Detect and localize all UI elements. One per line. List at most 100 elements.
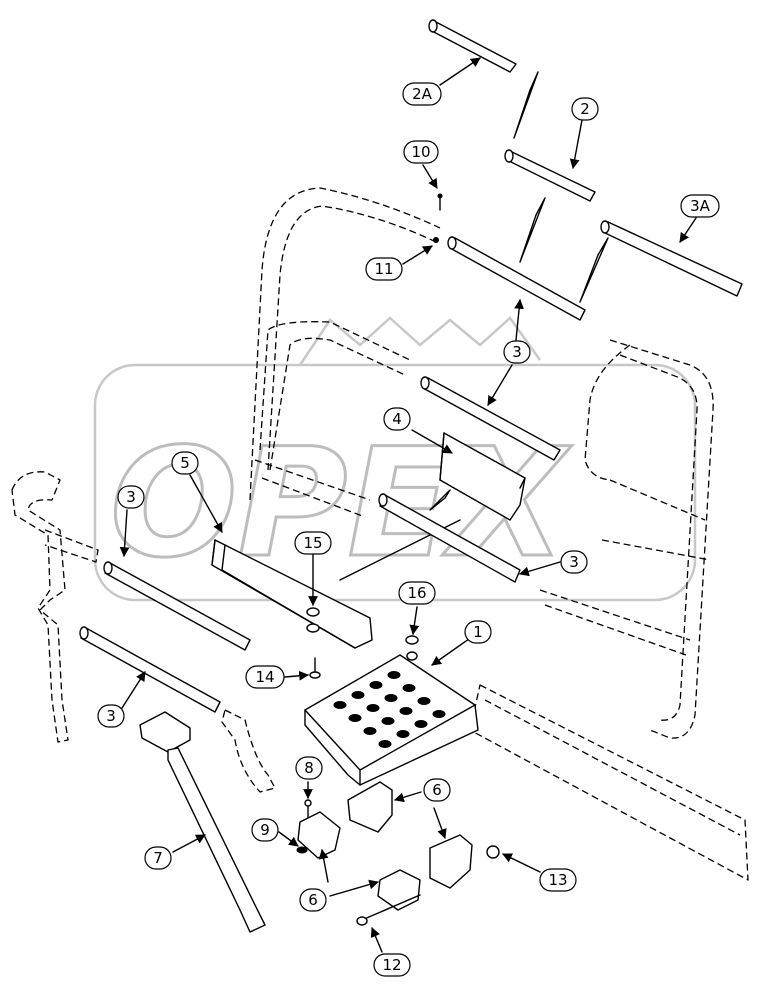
svg-text:1: 1 [473,623,483,641]
pin-10-head [437,193,443,199]
callout-7: 7 [144,846,172,870]
callout-3-top: 3 [503,340,531,364]
bracket-6-lower-right [429,834,473,889]
callout-10: 10 [403,140,439,164]
right-rollbar-outer [609,339,714,739]
leader-5 [189,474,223,533]
upper-frame-cross-inner [269,337,406,471]
svg-text:15: 15 [303,534,322,552]
svg-text:3A: 3A [690,197,711,215]
rod-3-top [449,237,586,321]
parts [79,19,743,933]
svg-text:16: 16 [407,584,426,602]
mid-frame-tube-b [261,477,366,518]
leader-14 [284,670,309,681]
washer-16 [405,635,419,645]
callout-12: 12 [373,953,411,977]
lower-right-rail [469,684,749,881]
left-hoop [11,471,69,743]
leader-lines [119,57,697,953]
callout-8: 8 [295,756,323,780]
svg-text:8: 8 [304,759,314,777]
leader-6-top-a [394,791,422,803]
bolt-12 [361,894,421,921]
rod-3a-end [600,220,610,234]
leader-9 [278,831,299,847]
leader-2a [439,57,481,86]
washer-11 [433,237,439,243]
nut-15 [306,623,320,633]
rod-2a-end [428,19,438,33]
callout-3a: 3A [680,194,720,218]
callout-1: 1 [464,620,492,644]
svg-text:9: 9 [260,821,270,839]
svg-text:14: 14 [255,668,274,686]
support-7-bracket [139,711,191,753]
leader-3-right [519,561,561,577]
svg-text:3: 3 [569,553,579,571]
svg-text:13: 13 [548,871,567,889]
wedge-long [339,519,461,581]
nut-16 [406,651,418,661]
washer-15 [306,607,320,617]
svg-text:6: 6 [432,781,442,799]
rod-3-bottom-end [79,626,89,640]
right-frame-rung-b [601,539,711,561]
leader-13 [502,853,541,873]
wedge-small [429,489,451,511]
rod-3-right-end [378,493,388,507]
rod-2a [429,21,517,73]
upper-rollbar-inner [267,205,439,471]
svg-text:11: 11 [374,260,393,278]
nut-9 [296,846,308,854]
callout-3-bottom: 3 [97,704,125,728]
rod-3-bottom [80,627,221,713]
svg-text:7: 7 [153,849,163,867]
step-plate-1-edge [304,704,476,786]
leader-3-top-b [487,364,513,406]
svg-text:4: 4 [392,410,402,428]
callout-5: 5 [171,451,199,475]
leader-11 [402,245,433,265]
callout-4: 4 [383,407,411,431]
lower-right-rail-inner [484,699,741,836]
bolt-12-head [356,916,368,926]
left-hoop-tube [44,529,99,563]
rod-3a [602,221,743,297]
right-rollbar-inner [619,354,698,721]
rod-2-end [504,149,514,163]
svg-text:2A: 2A [412,85,433,103]
svg-text:12: 12 [382,956,401,974]
step-plate-holes [333,671,446,748]
leader-3-left [119,509,130,557]
svg-text:6: 6 [308,891,318,909]
bracket-6-upper [347,781,393,833]
svg-text:3: 3 [106,707,116,725]
leader-3-top-a [514,299,524,341]
callout-3-right: 3 [560,550,588,574]
callout-9: 9 [251,818,279,842]
bolt-14-head [309,671,321,679]
callout-6-bottom: 6 [299,888,327,912]
leader-12 [370,927,383,953]
callout-2a: 2A [402,82,442,106]
rod-3-mid-end [420,376,430,390]
wedge-middle [519,197,546,263]
callout-13: 13 [539,868,577,892]
svg-text:2: 2 [580,100,590,118]
leader-7 [172,834,206,853]
channel-5-edge [211,539,356,649]
wedge-upper [513,71,539,139]
right-frame-rung-c [539,589,691,641]
svg-text:5: 5 [180,454,190,472]
callout-6-top: 6 [423,778,451,802]
leader-4 [411,429,453,454]
callout-15: 15 [294,531,332,555]
bolt-8-head [304,799,312,807]
right-rollbar-hoop [584,344,631,481]
leader-3-bottom [121,671,146,709]
watermark-gear [298,316,542,366]
upper-frame-cross [259,321,411,451]
bracket-4-edge [439,432,526,489]
callout-2: 2 [571,97,599,121]
